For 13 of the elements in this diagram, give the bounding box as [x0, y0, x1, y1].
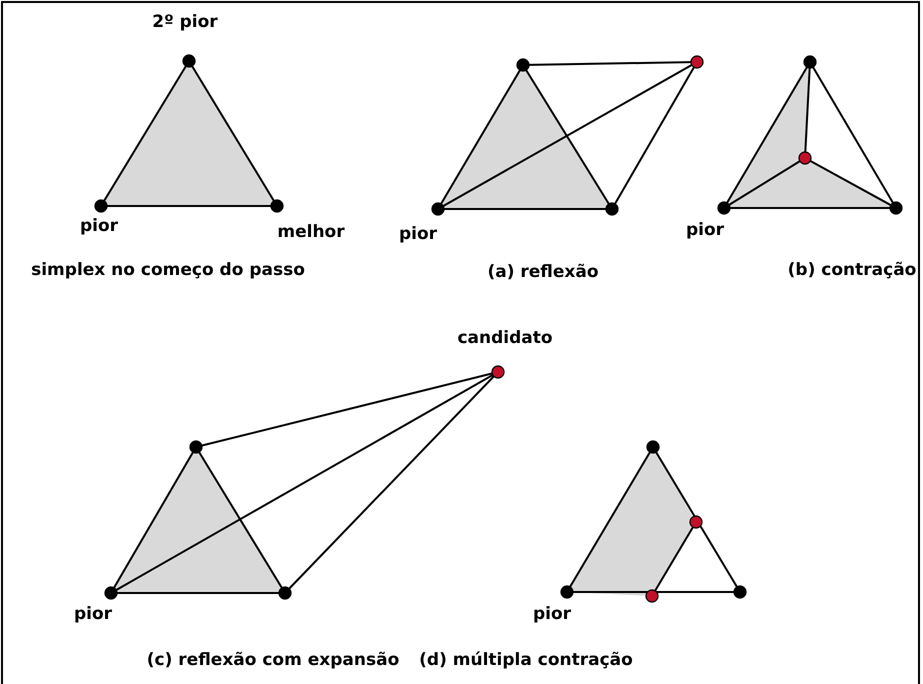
point-label: candidato	[457, 328, 553, 348]
point-label: melhor	[277, 222, 345, 242]
caption-text: (c) reflexão com expansão	[146, 650, 400, 670]
point-label: pior	[686, 220, 724, 240]
caption-text: (d) múltipla contração	[419, 650, 633, 670]
point-label: pior	[532, 604, 572, 624]
point-label: 2º pior	[152, 12, 218, 32]
caption-text: simplex no começo do passo	[31, 260, 305, 280]
point-label: pior	[74, 604, 112, 624]
caption-text: (b) contração	[788, 260, 916, 280]
point-label: pior	[398, 224, 438, 244]
caption-text: (a) reflexão	[487, 262, 599, 282]
point-label: pior	[80, 216, 118, 236]
